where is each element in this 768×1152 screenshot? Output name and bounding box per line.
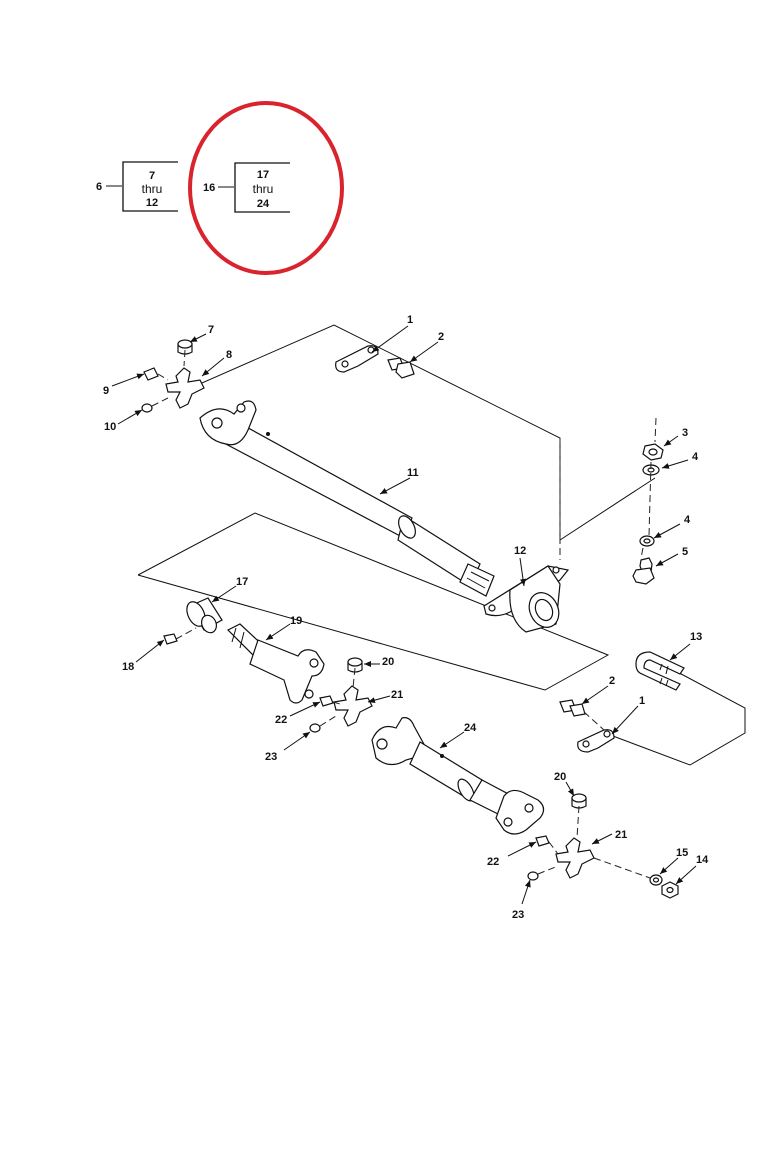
callout-11: 11 [407, 467, 419, 479]
callout-21: 21 [615, 829, 627, 841]
callout-2: 2 [609, 675, 615, 687]
callout-4: 4 [692, 451, 699, 463]
callout-5: 5 [682, 546, 688, 558]
bearing-cap-7 [177, 339, 193, 355]
callout-2: 2 [438, 331, 444, 343]
centerlines [151, 349, 657, 879]
callout-labels: 1 2 3 4 4 5 7 8 9 10 11 12 13 14 15 17 1… [103, 314, 709, 921]
bracket-item-label: 16 [203, 182, 215, 194]
callout-8: 8 [226, 349, 232, 361]
callout-10: 10 [104, 421, 116, 433]
bolt-5 [632, 557, 655, 585]
callout-23: 23 [512, 909, 524, 921]
callout-18: 18 [122, 661, 134, 673]
highlight-circle [188, 101, 344, 275]
bracket-range-start: 7 [149, 170, 155, 182]
u-bolt-13 [635, 651, 685, 691]
cross-8 [165, 367, 205, 409]
snap-ring-23-right [527, 871, 539, 881]
bearing-cap-20-left [347, 657, 363, 673]
washer-15 [649, 874, 663, 886]
leader-lines [111, 325, 697, 905]
bracket-group-16: 16 17 thru 24 [203, 162, 290, 213]
callout-22: 22 [275, 714, 287, 726]
callout-23: 23 [265, 751, 277, 763]
bracket-range-thru: thru [253, 182, 274, 196]
callout-24: 24 [464, 722, 477, 734]
slip-yoke-19 [226, 623, 325, 704]
snap-ring-10 [141, 403, 153, 413]
callout-4: 4 [684, 514, 691, 526]
callout-1: 1 [407, 314, 413, 326]
bracket-range-end: 12 [146, 197, 158, 209]
grease-fitting-22-left [319, 695, 334, 707]
slip-yoke-seal-17 [186, 597, 223, 634]
callout-20: 20 [382, 656, 394, 668]
bolt-2-upper [387, 357, 415, 379]
callout-20: 20 [554, 771, 566, 783]
callout-17: 17 [236, 576, 248, 588]
callout-14: 14 [696, 854, 709, 866]
bracket-range-start: 17 [257, 169, 269, 181]
nut-14 [661, 881, 679, 899]
center-bearing-12 [483, 565, 570, 633]
bearing-cap-20-right [571, 793, 587, 809]
bracket-item-label: 6 [96, 181, 102, 193]
callout-1: 1 [639, 695, 645, 707]
callout-13: 13 [690, 631, 702, 643]
grease-fitting-9 [143, 367, 159, 381]
bracket-group-6: 6 7 thru 12 [96, 161, 178, 212]
washer-4-lower [639, 535, 655, 547]
bracket-range-thru: thru [142, 182, 163, 196]
grease-fitting-22-right [535, 835, 550, 847]
callout-15: 15 [676, 847, 688, 859]
cross-21-left [333, 685, 373, 727]
clamp-1-upper [335, 345, 379, 373]
driveshaft-11 [199, 400, 495, 597]
callout-19: 19 [290, 615, 302, 627]
callout-21: 21 [391, 689, 403, 701]
nut-3 [642, 443, 664, 461]
cross-21-right [555, 837, 595, 879]
bracket-range-end: 24 [257, 198, 270, 210]
snap-ring-23-left [309, 723, 321, 733]
clamp-1-lower [577, 729, 615, 753]
callout-22: 22 [487, 856, 499, 868]
driveshaft-24 [371, 717, 545, 835]
callout-7: 7 [208, 324, 214, 336]
callout-12: 12 [514, 545, 526, 557]
callout-9: 9 [103, 385, 109, 397]
callout-3: 3 [682, 427, 688, 439]
grease-fitting-18 [163, 633, 178, 645]
bolt-2-lower [559, 699, 586, 717]
